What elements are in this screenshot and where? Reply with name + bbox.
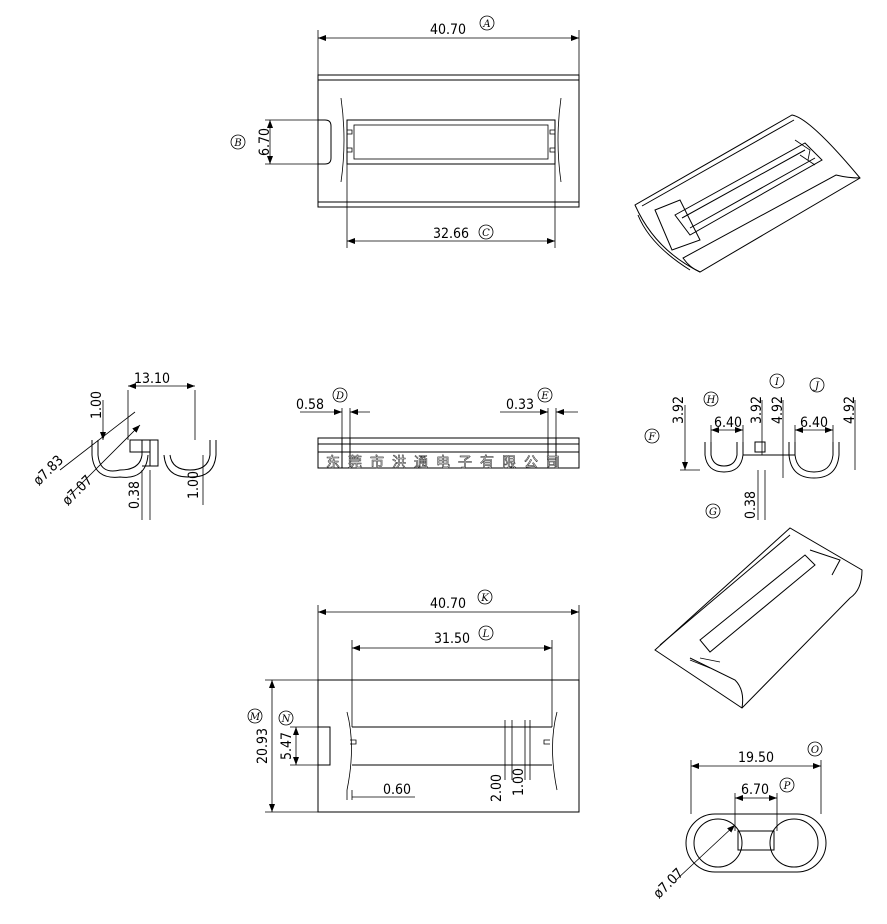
label-n: N <box>281 714 292 725</box>
label-c: C <box>482 228 490 239</box>
dim-right-h1: 3.92 <box>671 396 687 424</box>
dim-bottom-width: 40.70 <box>430 596 466 612</box>
dim-right-h3: 4.92 <box>770 396 786 424</box>
dim-end-width: 19.50 <box>738 750 774 766</box>
label-j: J <box>813 381 820 392</box>
dim-bottom-gap: 0.60 <box>383 782 411 798</box>
dim-right-w1: 6.40 <box>714 415 742 431</box>
dim-top-width: 40.70 <box>430 22 466 38</box>
dim-left-top: 1.00 <box>89 391 105 419</box>
dim-right-h2: 3.92 <box>749 396 765 424</box>
label-a: A <box>482 19 490 30</box>
dim-bottom-s2: 1.00 <box>511 768 527 796</box>
label-f: F <box>648 432 657 443</box>
dim-left-r: 1.00 <box>186 471 202 499</box>
end-oval-view: 19.50 O 6.70 P ø7.07 <box>650 741 827 902</box>
dim-bottom-s1: 2.00 <box>489 774 505 802</box>
dim-right-thk: 0.38 <box>743 491 759 519</box>
iso-view-top <box>634 114 861 273</box>
dim-left-dia1: ø7.83 <box>30 452 67 489</box>
dim-top-tab: 6.70 <box>257 128 273 156</box>
iso-view-bottom <box>654 527 863 709</box>
dim-top-slot: 32.66 <box>433 226 469 242</box>
label-m: M <box>249 712 261 723</box>
dim-left-width: 13.10 <box>134 371 170 387</box>
label-k: K <box>480 593 489 604</box>
label-o: O <box>811 745 819 756</box>
dim-left-thk: 0.38 <box>127 481 143 509</box>
label-h: H <box>706 395 716 406</box>
label-b: B <box>233 138 241 149</box>
dim-left-dia2: ø7.07 <box>59 472 96 509</box>
label-i: I <box>774 377 780 388</box>
label-p: P <box>783 781 791 792</box>
left-end-view: 13.10 1.00 ø7.83 ø7.07 0.38 1.00 <box>30 371 217 520</box>
dim-end-dia: ø7.07 <box>650 865 687 902</box>
label-d: D <box>335 391 344 402</box>
top-view: 40.70 A 32.66 C 6.70 B <box>230 15 580 248</box>
dim-front-left: 0.58 <box>296 397 324 413</box>
label-g: G <box>709 507 717 518</box>
watermark: 东莞市洪通电子有限公司 <box>326 454 568 471</box>
dim-bottom-h: 20.93 <box>255 728 271 764</box>
dim-bottom-tab: 5.47 <box>279 732 295 760</box>
dim-right-h4: 4.92 <box>842 396 858 424</box>
right-end-view: 3.92 F 6.40 H 3.92 4.92 I 6.40 J 4.92 0.… <box>644 373 858 520</box>
dim-bottom-slot: 31.50 <box>434 631 470 647</box>
label-e: E <box>540 391 549 402</box>
label-l: L <box>482 629 490 640</box>
front-view: 0.58 D 0.33 E 东莞市洪通电子有限公司 <box>296 387 580 471</box>
dim-end-tab: 6.70 <box>741 782 769 798</box>
bottom-view: 40.70 K 31.50 L 20.93 M 5.47 N 0.60 2.00… <box>247 589 580 813</box>
dim-right-w2: 6.40 <box>800 415 828 431</box>
dim-front-right: 0.33 <box>506 397 534 413</box>
